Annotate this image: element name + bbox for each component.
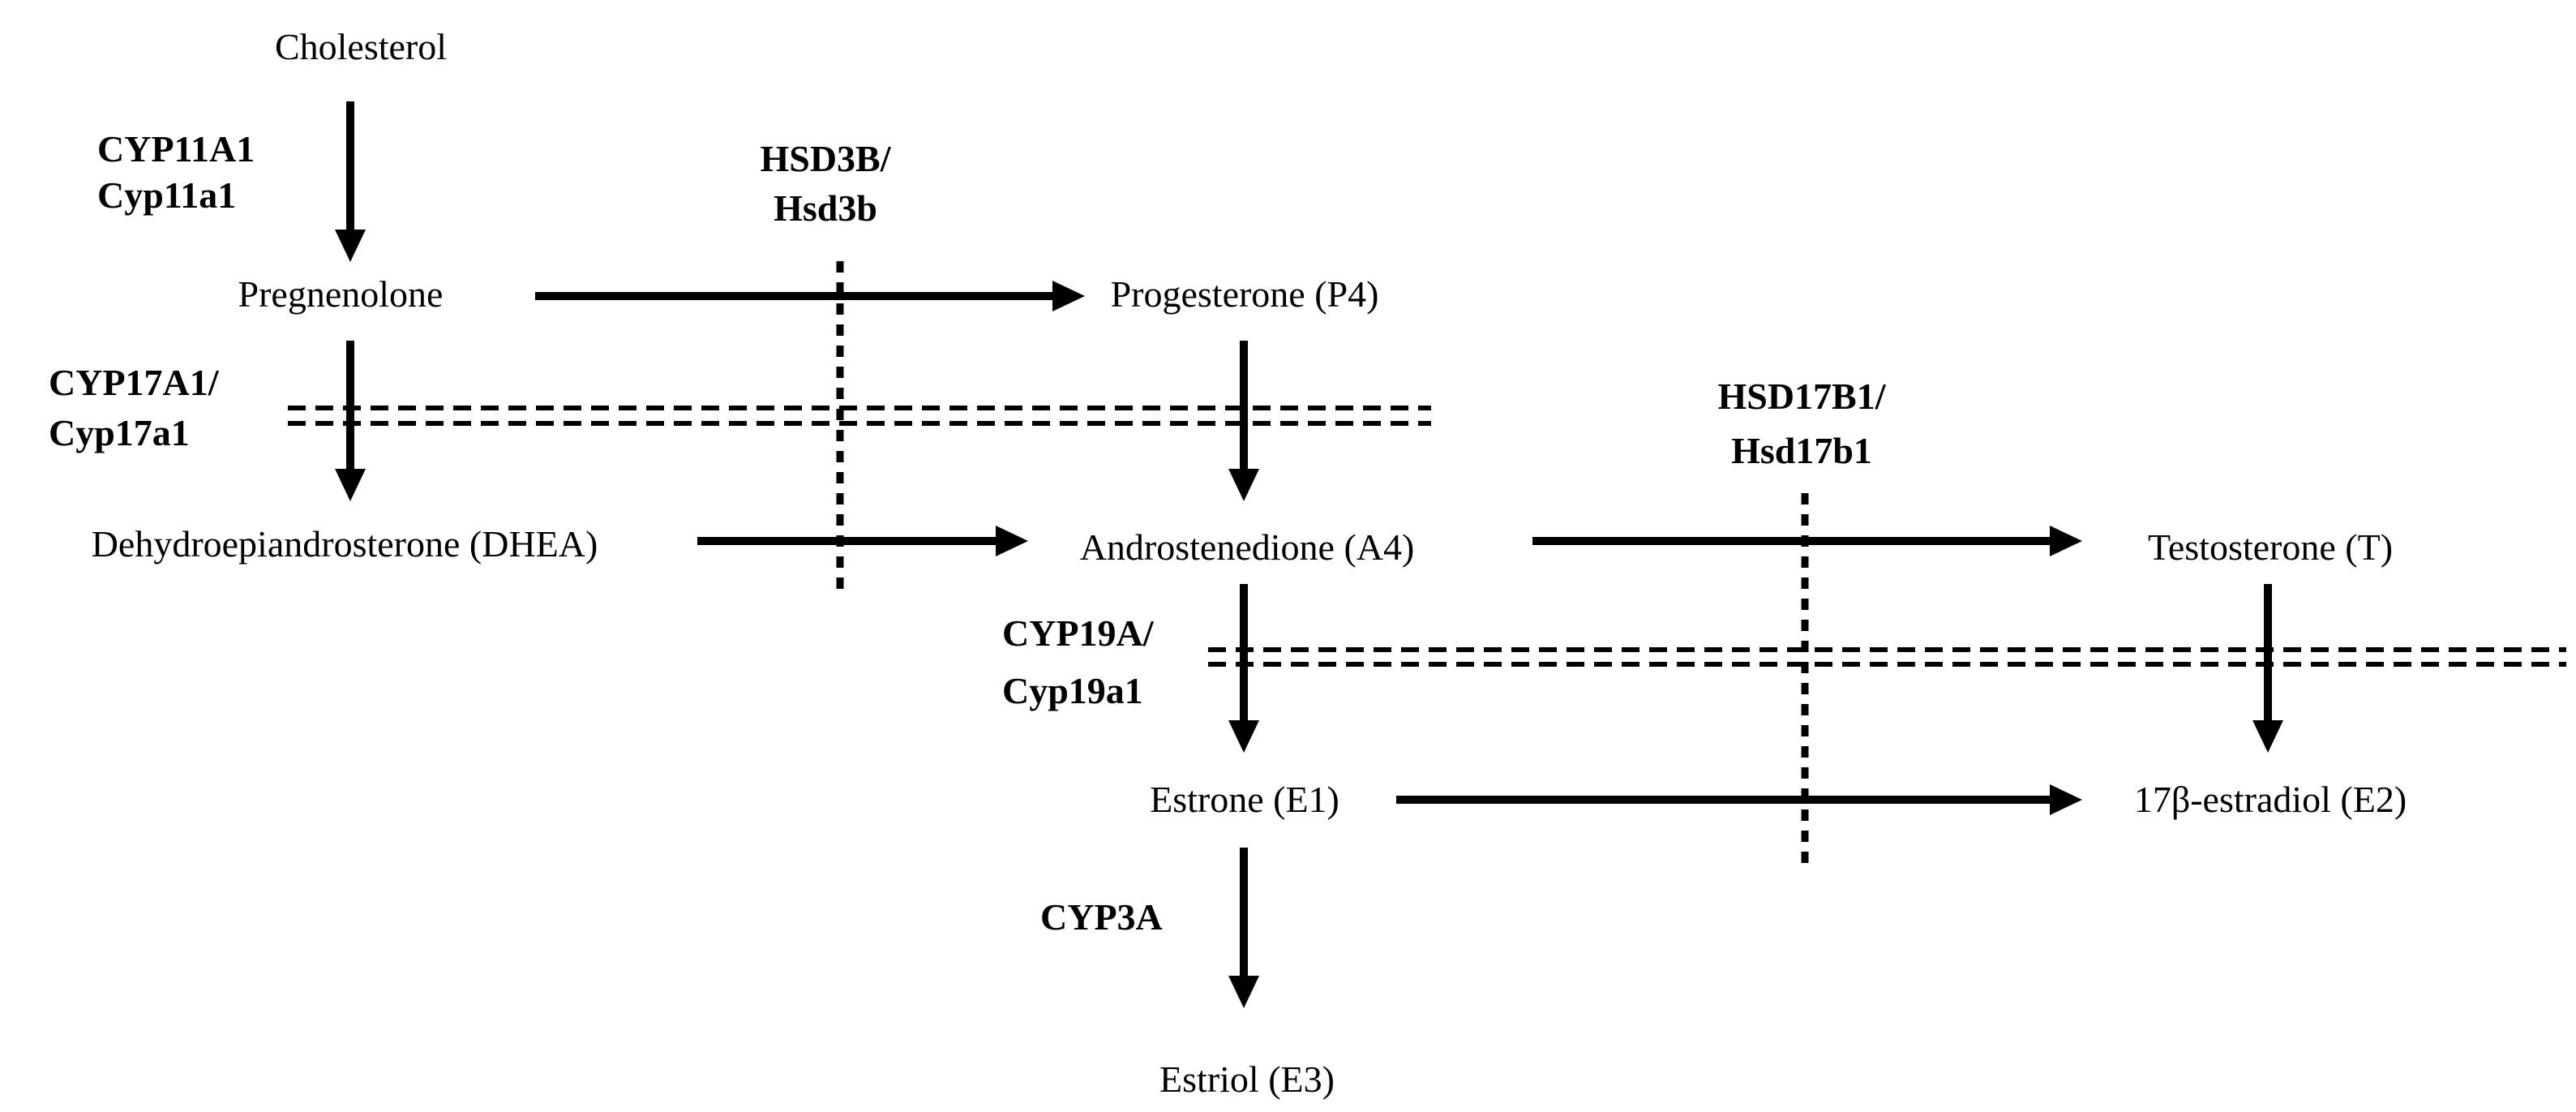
node-androstenedione: Androstenedione (A4) [1080, 526, 1415, 568]
arrow-testosterone-to-estradiol [2252, 584, 2283, 753]
enzyme-hsd17b1-line1: HSD17B1/ [1717, 376, 1886, 417]
node-progesterone: Progesterone (P4) [1111, 273, 1379, 315]
arrow-androstenedione-to-estrone [1228, 584, 1259, 753]
enzyme-cyp19a-line1: CYP19A/ [1002, 612, 1155, 654]
arrow-androstenedione-to-testosterone [1532, 526, 2082, 556]
node-estradiol: 17β-estradiol (E2) [2134, 779, 2407, 820]
node-pregnenolone: Pregnenolone [238, 273, 444, 315]
arrow-estrone-to-estradiol [1396, 784, 2082, 815]
dashed-line-cyp17a1 [288, 406, 1431, 426]
enzyme-cyp3a: CYP3A [1040, 896, 1163, 938]
arrow-cholesterol-to-pregnenolone [335, 101, 366, 262]
enzyme-cyp11a1-line2: Cyp11a1 [97, 174, 236, 216]
node-testosterone: Testosterone (T) [2148, 526, 2393, 568]
enzyme-hsd3b-line1: HSD3B/ [760, 138, 891, 179]
dashed-line-cyp19a [1208, 647, 2566, 667]
enzyme-cyp17a1-line2: Cyp17a1 [49, 412, 190, 453]
enzyme-cyp11a1-line1: CYP11A1 [97, 128, 255, 170]
arrow-estrone-to-estriol [1228, 848, 1259, 1008]
enzyme-hsd3b-line2: Hsd3b [774, 187, 877, 229]
enzyme-hsd17b1-line2: Hsd17b1 [1731, 430, 1872, 471]
arrow-pregnenolone-to-progesterone [535, 281, 1085, 311]
node-estrone: Estrone (E1) [1150, 779, 1339, 820]
node-dhea: Dehydroepiandrosterone (DHEA) [92, 523, 598, 565]
enzyme-cyp17a1-line1: CYP17A1/ [49, 362, 220, 403]
arrow-dhea-to-androstenedione [697, 526, 1028, 556]
enzyme-cyp19a-line2: Cyp19a1 [1002, 670, 1143, 711]
node-cholesterol: Cholesterol [275, 26, 447, 67]
arrow-progesterone-to-androstenedione [1228, 341, 1259, 501]
node-estriol: Estriol (E3) [1159, 1058, 1335, 1100]
